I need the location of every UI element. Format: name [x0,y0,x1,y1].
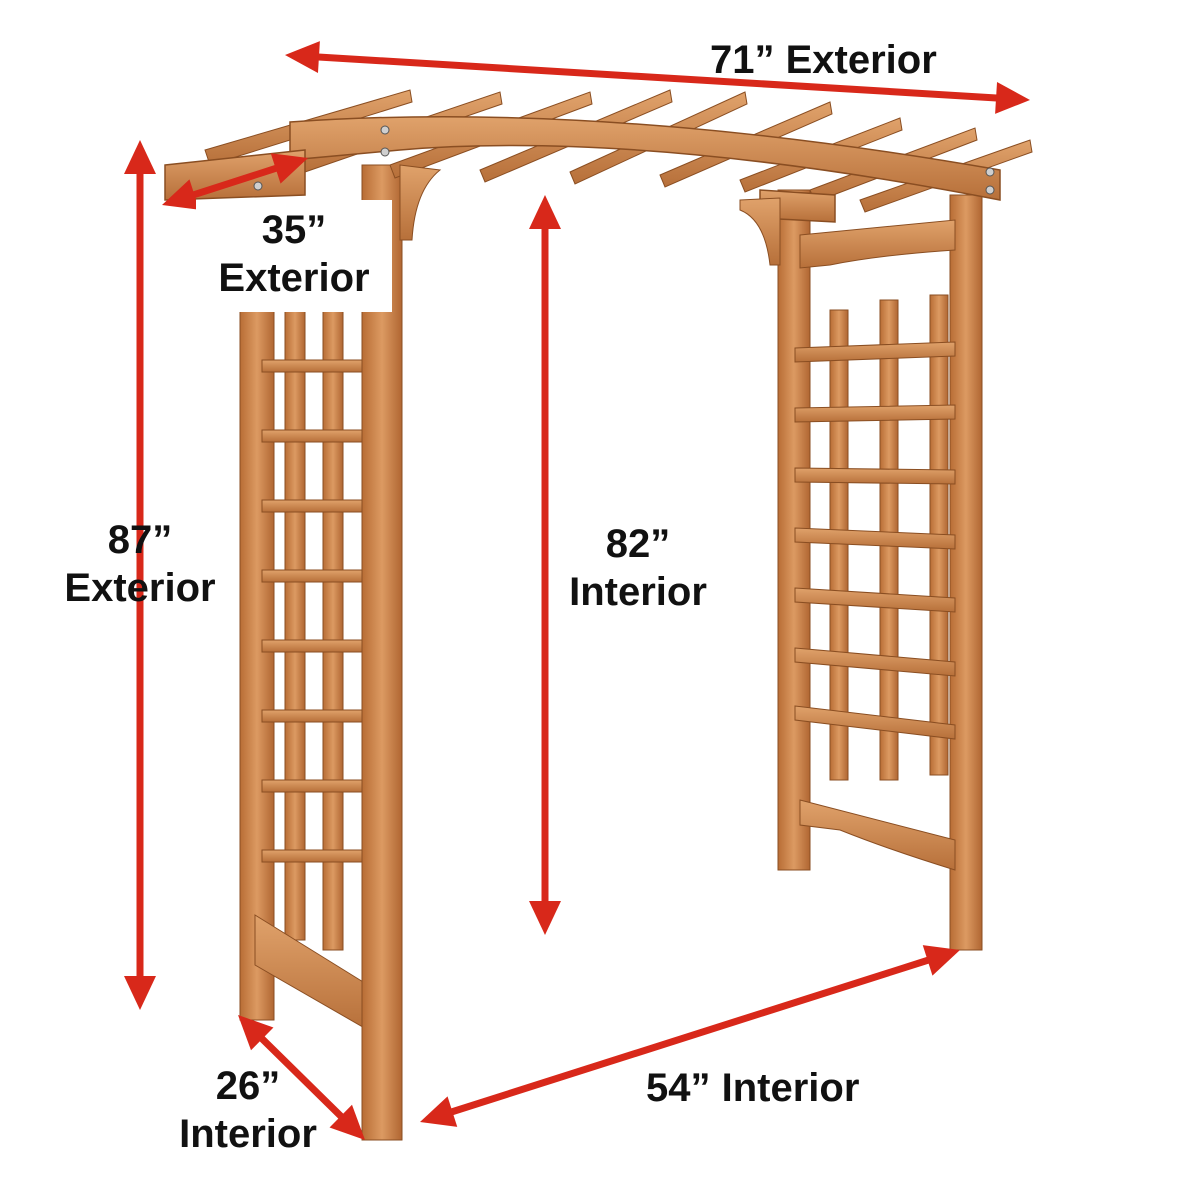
right-top-rail [799,219,956,269]
label-top-width: 71” Exterior [710,36,937,84]
bolt [380,147,390,157]
arbor-roof [164,89,1033,266]
top-depth-type: Exterior [218,256,370,300]
arrow-height-exterior-head-end [124,976,156,1010]
bolt [253,181,263,191]
base-depth-type: Interior [179,1112,317,1156]
right-bottom-rail [799,799,956,871]
arrow-base-depth-head-start [238,1015,274,1051]
arrow-base-depth-shaft [254,1031,349,1124]
bolt [985,185,995,195]
right-lattice-rung [794,647,956,677]
height-interior-type: Interior [569,570,707,614]
left-lattice-rung [261,779,363,793]
label-base-width: 54” Interior [646,1064,859,1112]
arrow-top-depth-head-start [162,179,200,210]
left-lattice-rung [261,359,363,373]
height-exterior-value: 87” [107,518,173,562]
right-corner-bracket [739,197,781,266]
right-lattice-rung [794,404,956,423]
arrow-base-depth [238,1015,365,1140]
base-depth-value: 26” [215,1064,281,1108]
right-back-post [949,194,983,951]
left-lattice-slat [284,299,306,941]
left-lattice-rung [261,429,363,443]
label-height-interior: 82” Interior [548,520,728,616]
arrow-base-width-head-start [420,1096,458,1127]
top-width-value: 71” [710,38,775,82]
height-interior-value: 82” [605,522,671,566]
top-depth-value: 35” [261,208,327,252]
left-side-panel [239,164,403,1141]
arrow-top-width-head-end [995,81,1030,114]
left-lattice-rung [261,499,363,513]
left-corner-bracket [399,164,442,241]
arrow-top-depth [162,153,308,210]
label-base-depth: 26” Interior [158,1062,338,1158]
bolt [985,167,995,177]
left-lattice-rung [261,639,363,653]
arrow-base-depth-head-end [329,1104,365,1140]
height-exterior-type: Exterior [64,566,216,610]
right-lattice-rung [794,705,956,740]
right-lattice-rung [794,587,956,613]
right-lattice-rung [794,341,956,363]
dimension-arrows [124,41,1030,1140]
arrow-base-width-shaft [444,954,936,1118]
front-arch-beam [289,116,1001,201]
arrow-height-interior-head-start [529,195,561,229]
arrow-base-width [420,945,960,1127]
arrow-top-depth-head-end [270,153,308,184]
left-lattice-rung [261,569,363,583]
left-front-post [361,164,403,1141]
arrow-top-width-head-start [285,41,320,74]
arrow-top-depth-shaft [186,163,284,200]
left-lattice-rung [261,709,363,723]
left-back-post [239,299,275,1021]
bolt [380,125,390,135]
arrow-base-width-head-end [922,945,960,976]
arrow-height-exterior-head-start [124,140,156,174]
arrow-height-exterior [124,140,156,1010]
right-lattice-rung [794,527,956,550]
right-side-panel [777,189,983,951]
arrow-height-interior-head-end [529,901,561,935]
arrow-height-interior [529,195,561,935]
label-height-exterior: 87” Exterior [50,516,230,612]
left-side-beam [164,149,306,201]
base-width-value: 54” [646,1066,711,1110]
left-lattice-rung [261,849,363,863]
arrow-top-width-shaft [311,53,1004,102]
right-lattice-slat [829,309,849,781]
right-lattice-rung [794,467,956,485]
arrow-top-width [285,41,1030,114]
label-top-depth: 35” Exterior [196,200,392,312]
base-width-type: Interior [721,1066,860,1110]
top-width-type: Exterior [785,38,937,82]
